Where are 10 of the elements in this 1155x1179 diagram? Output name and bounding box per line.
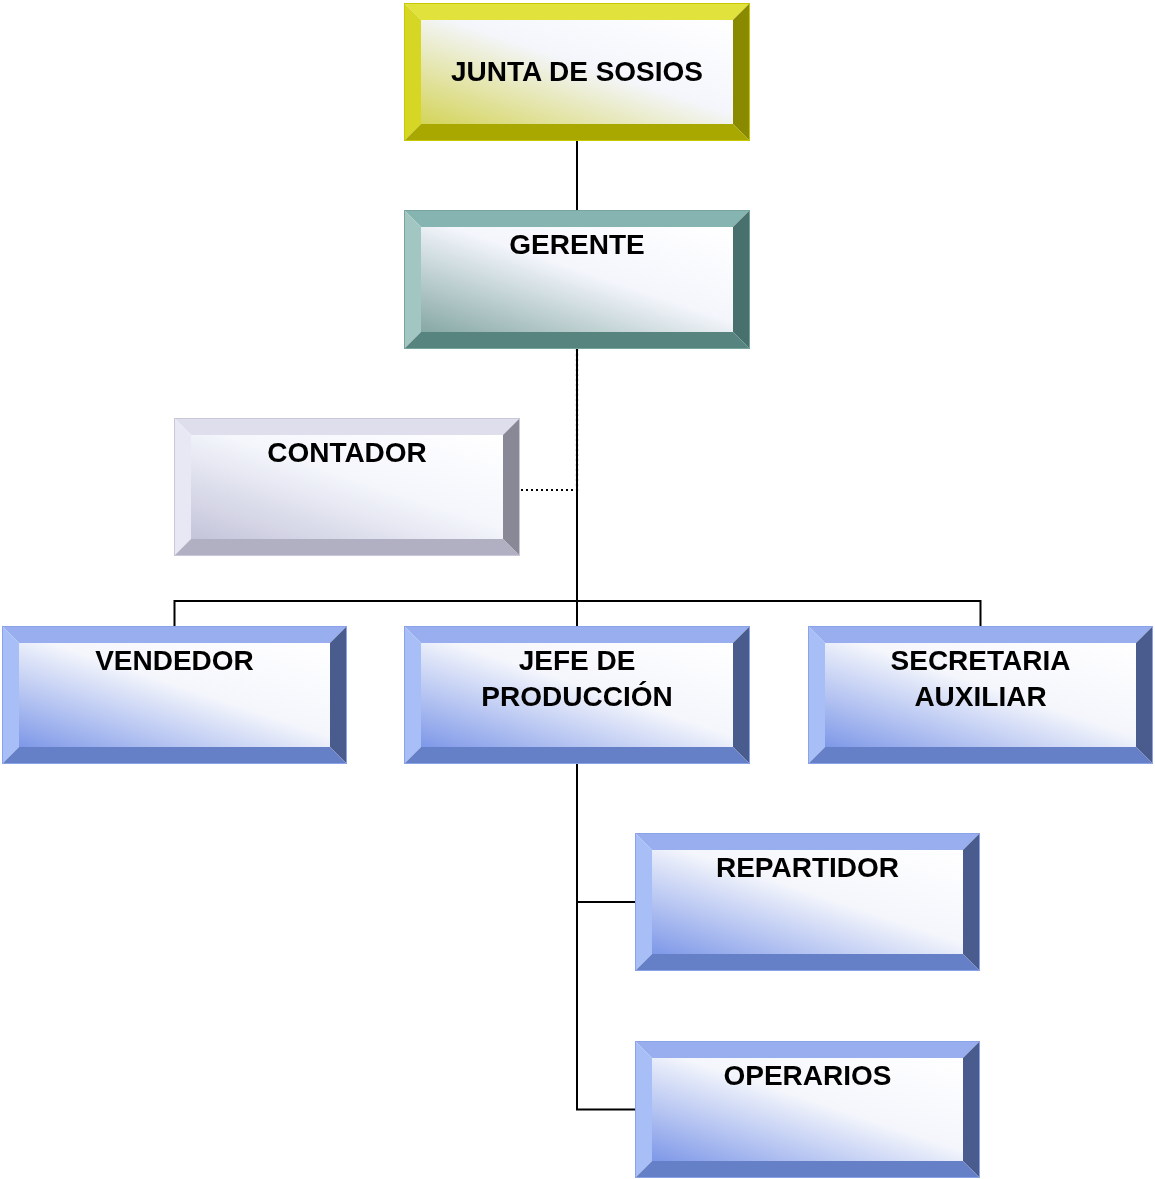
- box-label: VENDEDOR: [95, 644, 254, 678]
- box-label: GERENTE: [509, 228, 645, 262]
- box-label: CONTADOR: [267, 436, 427, 470]
- box-label: REPARTIDOR: [715, 851, 899, 885]
- box-label: JEFE DE PRODUCCIÓN: [480, 644, 674, 714]
- dotted-connector: [520, 349, 579, 492]
- box-label: SECRETARIA AUXILIAR: [889, 644, 1072, 714]
- connector-line: [576, 140, 578, 211]
- box-label: JUNTA DE SOSIOS: [450, 55, 703, 89]
- box-label: OPERARIOS: [723, 1059, 892, 1093]
